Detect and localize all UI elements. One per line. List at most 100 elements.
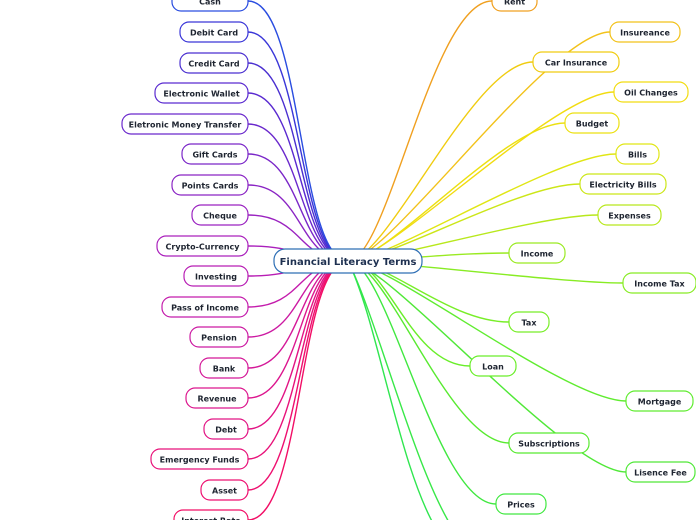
topic-label: Loan <box>482 363 504 372</box>
topic-box <box>150 448 249 470</box>
central-topic-label: Financial Literacy Terms <box>280 257 417 268</box>
topic-emergency-funds[interactable]: Emergency Funds <box>150 448 249 470</box>
branch-line-car-insurance <box>347 61 534 262</box>
topic-box <box>179 52 249 74</box>
branch-line-eletronic-money-transfer <box>247 123 349 262</box>
topic-box <box>625 390 694 412</box>
topic-bills[interactable]: Bills <box>615 143 660 165</box>
topic-credit-card[interactable]: Credit Card <box>179 52 249 74</box>
topic-box <box>469 355 517 377</box>
topic-label: Car Insurance <box>545 59 608 68</box>
topic-box <box>191 204 249 226</box>
topic-label: Income Tax <box>634 280 685 289</box>
topic-box <box>179 21 249 43</box>
topic-label: Budget <box>576 120 609 129</box>
branch-line-mortgage <box>347 260 627 402</box>
topic-box <box>171 174 249 196</box>
topic-insureance[interactable]: Insureance <box>609 21 681 43</box>
topic-subscriptions[interactable]: Subscriptions <box>508 432 590 454</box>
topic-box <box>200 479 249 501</box>
topic-label: Electronic Wallet <box>163 90 239 99</box>
topic-tax[interactable]: Tax <box>508 311 550 333</box>
branch-line-rent <box>347 0 493 262</box>
topic-box <box>508 242 566 264</box>
topic-gift-cards[interactable]: Gift Cards <box>181 143 249 165</box>
topic-label: Debt <box>215 426 237 435</box>
topic-box <box>609 21 681 43</box>
topic-revenue[interactable]: Revenue <box>185 387 249 409</box>
topic-expenses[interactable]: Expenses <box>597 204 662 226</box>
central-topic[interactable]: Financial Literacy Terms <box>273 248 423 274</box>
topic-box <box>625 461 696 483</box>
topic-label: Expenses <box>608 212 651 221</box>
topic-eletronic-money-transfer[interactable]: Eletronic Money Transfer <box>121 113 249 135</box>
topic-label: Income <box>521 250 554 259</box>
topic-box <box>622 272 696 294</box>
topic-box <box>189 326 249 348</box>
topic-box <box>173 509 249 520</box>
topic-box <box>579 173 667 195</box>
topic-loan[interactable]: Loan <box>469 355 517 377</box>
topic-cash[interactable]: Cash <box>171 0 249 12</box>
topic-box <box>495 493 547 515</box>
topic-income-tax[interactable]: Income Tax <box>622 272 696 294</box>
topic-label: Credit Card <box>188 60 240 69</box>
topic-pension[interactable]: Pension <box>189 326 249 348</box>
topic-electricity-bills[interactable]: Electricity Bills <box>579 173 667 195</box>
topic-box <box>154 82 249 104</box>
topic-box <box>203 418 249 440</box>
topic-label: Crypto-Currency <box>166 243 241 252</box>
topic-label: Bank <box>213 365 236 374</box>
branch-line-emergency-funds <box>247 260 349 460</box>
topic-debt[interactable]: Debt <box>203 418 249 440</box>
topic-box <box>508 432 590 454</box>
topic-car-insurance[interactable]: Car Insurance <box>532 51 620 73</box>
topic-box <box>532 51 620 73</box>
topic-label: Investing <box>195 273 237 282</box>
topic-lisence-fee[interactable]: Lisence Fee <box>625 461 696 483</box>
topic-box <box>508 311 550 333</box>
branch-line-cash <box>247 0 349 262</box>
topic-crypto-currency[interactable]: Crypto-Currency <box>156 235 249 257</box>
topic-electronic-wallet[interactable]: Electronic Wallet <box>154 82 249 104</box>
topic-label: Eletronic Money Transfer <box>129 121 242 130</box>
branch-line-credit-card <box>247 62 349 262</box>
topic-pass-of-income[interactable]: Pass of Income <box>161 296 249 318</box>
topic-label: Asset <box>212 487 237 496</box>
topic-cheque[interactable]: Cheque <box>191 204 249 226</box>
topic-prices[interactable]: Prices <box>495 493 547 515</box>
topic-label: Cash <box>199 0 221 7</box>
topic-label: Tax <box>522 319 538 328</box>
branch-line-asset <box>247 260 349 491</box>
topic-label: Pension <box>201 334 237 343</box>
topic-bank[interactable]: Bank <box>199 357 249 379</box>
topic-points-cards[interactable]: Points Cards <box>171 174 249 196</box>
topic-label: Mortgage <box>638 398 682 407</box>
topic-label: Interest Rate <box>181 517 241 520</box>
topic-label: Points Cards <box>182 182 239 191</box>
topic-mortgage[interactable]: Mortgage <box>625 390 694 412</box>
branch-line-revenue <box>247 260 349 399</box>
topic-oil-changes[interactable]: Oil Changes <box>613 81 689 103</box>
branch-line-offscreen <box>347 260 449 520</box>
topic-label: Oil Changes <box>624 89 678 98</box>
topic-box <box>613 81 689 103</box>
topic-label: Emergency Funds <box>160 456 240 465</box>
topic-interest-rate[interactable]: Interest Rate <box>173 509 249 520</box>
topic-debit-card[interactable]: Debit Card <box>179 21 249 43</box>
topic-asset[interactable]: Asset <box>200 479 249 501</box>
topic-label: Insureance <box>620 29 670 38</box>
topic-budget[interactable]: Budget <box>564 112 620 134</box>
branch-line-prices <box>347 260 497 505</box>
topic-box <box>171 0 249 12</box>
topic-rent[interactable]: Rent <box>491 0 538 12</box>
topic-income[interactable]: Income <box>508 242 566 264</box>
topic-box <box>491 0 538 12</box>
topic-label: Pass of Income <box>171 304 239 313</box>
topic-investing[interactable]: Investing <box>183 265 249 287</box>
branch-line-debit-card <box>247 31 349 262</box>
topic-box <box>161 296 249 318</box>
topic-box <box>181 143 249 165</box>
